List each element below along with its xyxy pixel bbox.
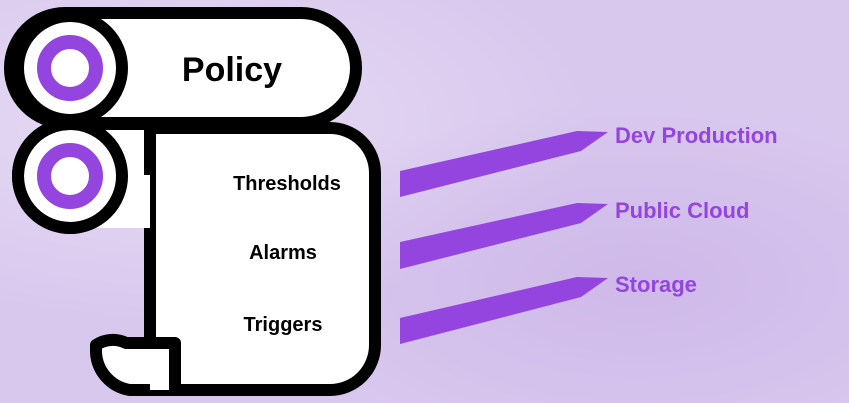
top-ring-icon (37, 35, 103, 101)
destination-public-cloud: Public Cloud (615, 198, 749, 223)
arrows (400, 131, 608, 344)
policy-banner: Policy (4, 7, 362, 129)
arrow-icon (400, 277, 608, 344)
scroll-item-alarms: Alarms (249, 242, 317, 264)
destination-storage: Storage (615, 272, 697, 297)
scroll-item-thresholds: Thresholds (233, 173, 341, 195)
scroll-item-triggers: Triggers (244, 314, 323, 336)
scroll-ring-icon (37, 143, 103, 209)
policy-scroll: Thresholds Alarms Triggers (12, 118, 381, 396)
destination-dev-production: Dev Production (615, 123, 778, 148)
policy-title: Policy (182, 51, 282, 89)
arrow-icon (400, 131, 608, 197)
arrow-icon (400, 203, 608, 269)
